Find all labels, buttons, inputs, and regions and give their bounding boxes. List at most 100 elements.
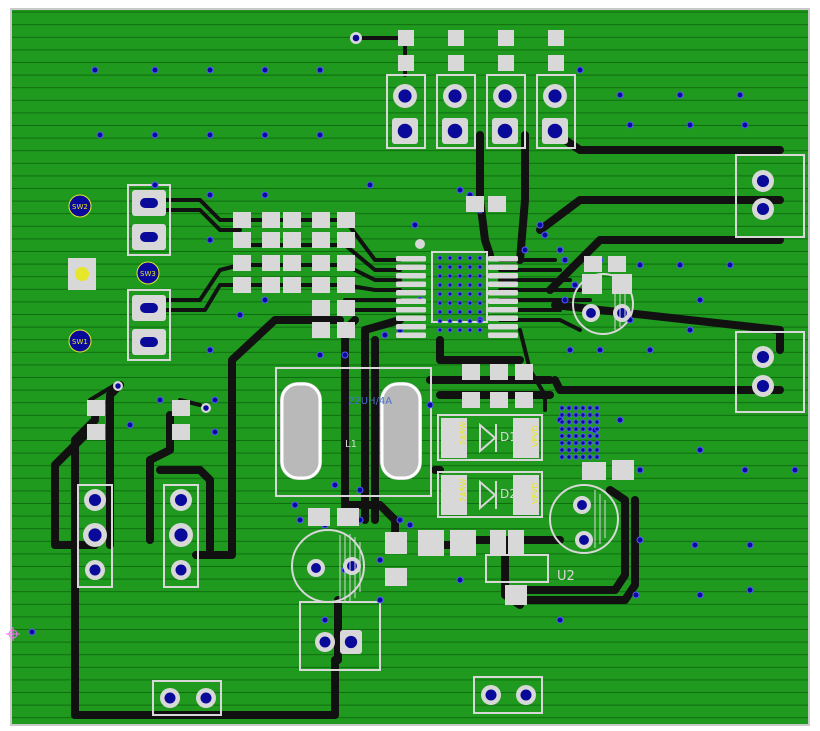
- via-pad-hole: [352, 34, 360, 42]
- via: [457, 309, 463, 315]
- smd-pad: [337, 255, 355, 271]
- reg-pad-hole: [319, 636, 331, 648]
- via: [636, 536, 644, 544]
- via: [236, 311, 244, 319]
- d2-right-text: VFVD: [531, 482, 540, 504]
- via: [376, 596, 384, 604]
- via: [559, 412, 565, 418]
- ic-pin: [488, 332, 518, 338]
- via: [467, 255, 473, 261]
- via: [206, 236, 214, 244]
- header-pad-hole: [447, 123, 463, 139]
- via: [594, 447, 600, 453]
- via: [261, 191, 269, 199]
- sw-pads: [68, 194, 160, 353]
- smd-pad: [515, 392, 533, 408]
- pad-sw2-label: SW2: [72, 203, 88, 211]
- via: [477, 291, 483, 297]
- via: [559, 405, 565, 411]
- smd-pad: [488, 196, 506, 212]
- via: [331, 481, 339, 489]
- via: [594, 454, 600, 460]
- cap-hatch: [339, 280, 626, 602]
- via: [580, 405, 586, 411]
- smd-pad: [462, 392, 480, 408]
- via: [561, 296, 569, 304]
- via: [477, 264, 483, 270]
- cap-pad-sq: [582, 274, 602, 294]
- conn-pad-hole: [756, 202, 770, 216]
- ic-ref-label: U2: [557, 569, 575, 584]
- smd-pad: [312, 277, 330, 293]
- via: [561, 256, 569, 264]
- via: [206, 131, 214, 139]
- via: [406, 521, 414, 529]
- smd-pad: [312, 300, 330, 316]
- ic-pin: [488, 290, 518, 296]
- conn-pad-hole: [89, 564, 101, 576]
- inductor-ref-label: L1: [345, 439, 357, 450]
- via: [467, 327, 473, 333]
- via: [596, 346, 604, 354]
- via: [437, 318, 443, 324]
- via: [206, 191, 214, 199]
- silkscreen: [77, 74, 805, 716]
- via: [411, 221, 419, 229]
- smd-pad: [612, 460, 634, 480]
- via: [559, 440, 565, 446]
- via: [261, 66, 269, 74]
- via: [91, 66, 99, 74]
- ic-pin: [396, 307, 426, 313]
- via: [636, 261, 644, 269]
- smd-pad: [548, 55, 564, 71]
- smd-pad: [233, 232, 251, 248]
- smd-pad: [337, 232, 355, 248]
- inductor-l1: [280, 382, 422, 480]
- via: [447, 273, 453, 279]
- smd-pad: [87, 400, 105, 416]
- conn-pad-hole: [756, 350, 770, 364]
- header-pad-hole: [498, 89, 512, 103]
- ic-pin1-marker: [415, 239, 425, 249]
- header-pad-hole: [448, 89, 462, 103]
- smd-pad: [385, 568, 407, 586]
- ic-pin: [396, 273, 426, 279]
- smd-pad: [385, 532, 407, 554]
- smd-pad: [312, 255, 330, 271]
- via: [741, 466, 749, 474]
- via: [696, 446, 704, 454]
- via: [467, 300, 473, 306]
- pad-sw3-label: SW3: [140, 270, 156, 278]
- smd-pad: [283, 277, 301, 293]
- via: [437, 255, 443, 261]
- smd-pad: [262, 255, 280, 271]
- via: [396, 516, 404, 524]
- d1-ref-label: D1: [500, 430, 517, 444]
- smd-pad: [608, 256, 626, 272]
- cap-pad-sq: [612, 274, 632, 294]
- via: [741, 121, 749, 129]
- via: [261, 296, 269, 304]
- d1-left-text: 2A5W: [459, 421, 468, 445]
- via: [556, 246, 564, 254]
- via: [457, 291, 463, 297]
- cap-pad-hole: [311, 563, 321, 573]
- conn-pad-hole: [756, 379, 770, 393]
- smd-pad: [508, 530, 524, 556]
- via: [28, 628, 36, 636]
- via: [477, 309, 483, 315]
- via: [206, 66, 214, 74]
- via: [566, 346, 574, 354]
- via: [211, 428, 219, 436]
- via: [437, 273, 443, 279]
- conn-pad-hole: [485, 689, 497, 701]
- via-pad-hole: [203, 405, 209, 411]
- via: [477, 273, 483, 279]
- via: [594, 433, 600, 439]
- cap-pad-hole: [579, 535, 589, 545]
- via: [580, 412, 586, 418]
- via: [686, 326, 694, 334]
- via: [457, 318, 463, 324]
- inductor-value-label: 22UH/4A: [348, 396, 392, 407]
